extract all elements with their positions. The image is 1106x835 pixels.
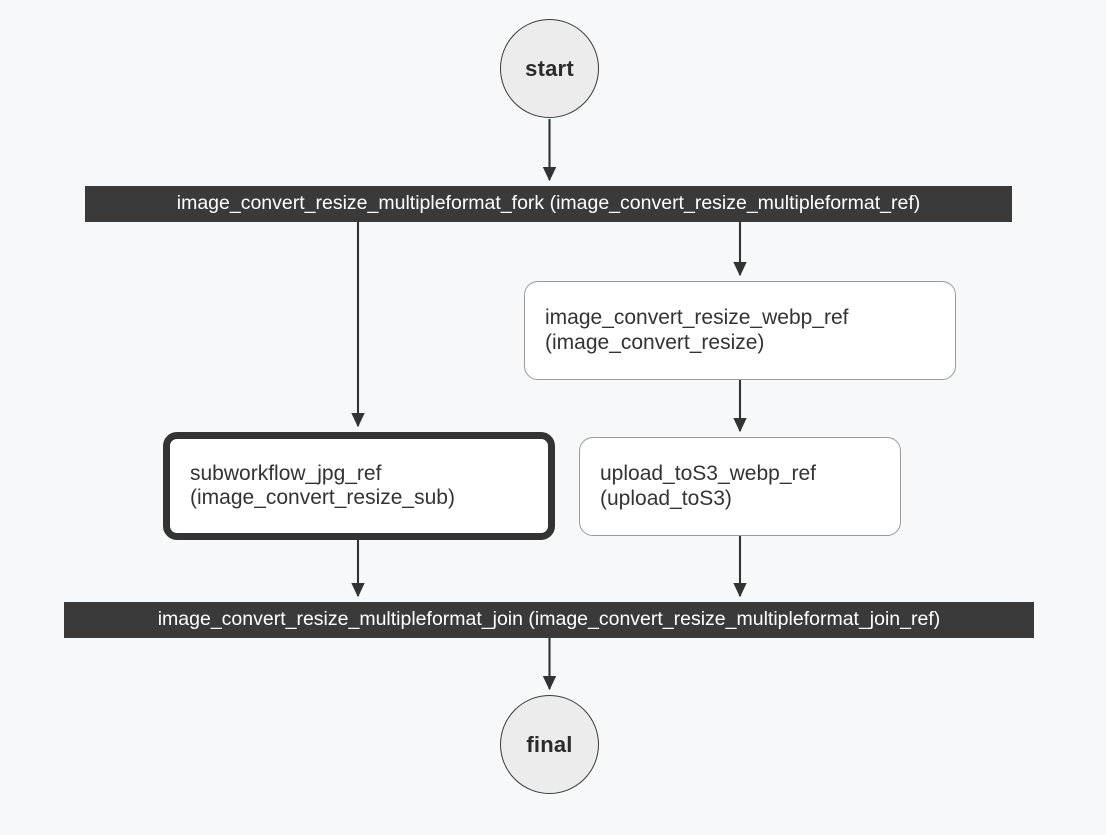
node-subworkflow-label-line1: subworkflow_jpg_ref — [190, 461, 382, 485]
node-image-convert-resize-webp[interactable]: image_convert_resize_webp_ref (image_con… — [524, 281, 956, 380]
node-webp-label-line1: image_convert_resize_webp_ref — [545, 306, 849, 330]
node-subworkflow-label-line2: (image_convert_resize_sub) — [190, 486, 455, 509]
node-upload-tos3-webp[interactable]: upload_toS3_webp_ref (upload_toS3) — [579, 437, 901, 536]
node-final[interactable]: final — [500, 695, 599, 794]
node-fork-label: image_convert_resize_multipleformat_fork… — [176, 192, 921, 215]
node-subworkflow-jpg[interactable]: subworkflow_jpg_ref (image_convert_resiz… — [163, 432, 555, 540]
node-fork-bar[interactable]: image_convert_resize_multipleformat_fork… — [85, 186, 1012, 222]
node-start-label: start — [525, 55, 574, 81]
node-webp-label-line2: (image_convert_resize) — [545, 330, 765, 354]
node-upload-label-line2: (upload_toS3) — [600, 486, 732, 510]
node-upload-label-line1: upload_toS3_webp_ref — [600, 462, 817, 486]
node-join-label: image_convert_resize_multipleformat_join… — [157, 608, 941, 631]
node-start[interactable]: start — [500, 19, 599, 118]
node-join-bar[interactable]: image_convert_resize_multipleformat_join… — [64, 602, 1034, 638]
node-final-label: final — [526, 731, 573, 757]
